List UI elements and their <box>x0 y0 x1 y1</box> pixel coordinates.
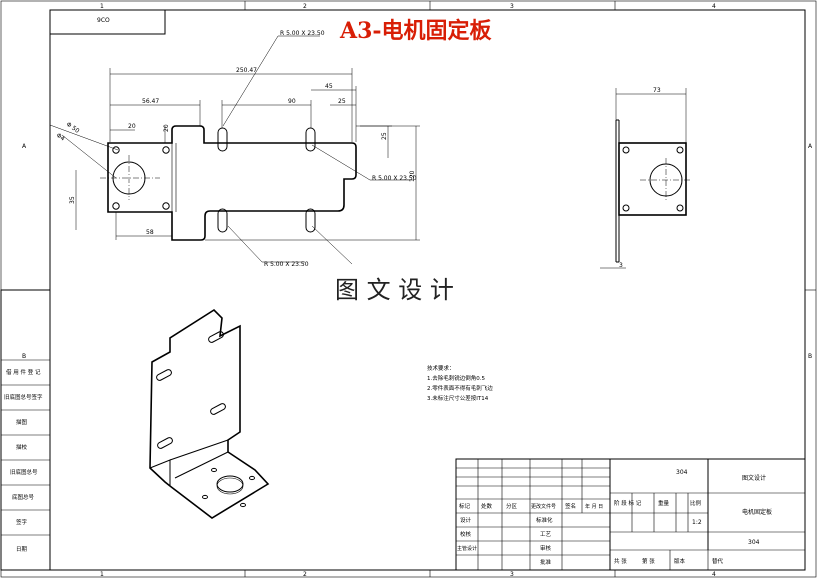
tb-part-name: 电机固定板 <box>742 508 772 516</box>
stamp-code: 9CO <box>97 17 110 24</box>
tb-sheet-no: 第 张 <box>642 557 655 565</box>
zone-top-2: 2 <box>303 3 307 10</box>
dim-center-dia: Φ 50 <box>65 121 81 135</box>
zone-top-4: 4 <box>712 3 716 10</box>
tb-header-count: 处数 <box>481 502 493 510</box>
notes-heading: 技术要求： <box>427 364 455 372</box>
dim-height: 120 <box>409 170 416 182</box>
zone-top-3: 3 <box>510 3 514 10</box>
dim-slot-v: 20 <box>163 124 170 132</box>
tb-header-sign: 签名 <box>565 502 576 510</box>
tb-material-code: 304 <box>748 539 760 546</box>
tb-version: 版本 <box>674 557 686 565</box>
tb-company: 图文设计 <box>742 474 766 482</box>
strip-label-3: 描图 <box>16 418 28 426</box>
notes-line-3: 3.未标注尺寸公差按IT14 <box>427 394 489 402</box>
dim-hole-v: 35 <box>69 196 76 204</box>
tb-role-check: 校核 <box>460 530 472 538</box>
tb-sheet-total: 共 张 <box>614 557 627 565</box>
tb-role-std: 标准化 <box>536 516 553 524</box>
strip-label-7: 签字 <box>16 518 28 526</box>
dim-hole-dia: Φ4 <box>55 132 66 143</box>
strip-label-5: 旧底图总号 <box>10 468 38 476</box>
tb-header-doc: 更改文件号 <box>531 503 556 510</box>
notes-line-1: 1.去除毛刺锐边倒角0.5 <box>427 374 485 382</box>
dim-left: 56.47 <box>142 98 159 105</box>
zone-bottom-4: 4 <box>712 571 716 578</box>
tb-role-approve: 批准 <box>540 558 552 566</box>
zone-bottom-2: 2 <box>303 571 307 578</box>
watermark-text: 图 文 设 计 <box>335 276 454 304</box>
zone-left-b: B <box>22 353 26 360</box>
strip-label-8: 日期 <box>16 546 28 553</box>
tb-scale: 1:2 <box>692 519 702 526</box>
side-view <box>600 88 692 269</box>
tb-material: 304 <box>676 469 688 476</box>
tb-scale-label: 比例 <box>690 499 702 507</box>
dim-right-a: 45 <box>325 83 333 90</box>
strip-label-4: 描校 <box>16 443 28 451</box>
tb-role-review: 审核 <box>540 544 552 552</box>
strip-label-1: 借 用 件 登 记 <box>6 368 41 376</box>
tb-weight-label: 重量 <box>658 499 670 507</box>
dim-right-h: 25 <box>381 132 388 140</box>
front-dimensions <box>49 35 420 265</box>
strip-label-6: 底图总号 <box>12 493 35 501</box>
zone-left-a: A <box>22 143 27 150</box>
zone-bottom-1: 1 <box>100 571 104 578</box>
zone-right-b: B <box>808 353 812 360</box>
front-view <box>100 125 357 241</box>
dim-slot-bottom: R 5.00 X 23.50 <box>264 261 309 268</box>
dim-right-b: 25 <box>338 98 346 105</box>
notes-line-2: 2.零件表面不得有毛刺飞边 <box>427 384 493 392</box>
title-block <box>455 458 806 571</box>
stamp-box <box>49 9 166 35</box>
dim-bottom-w: 58 <box>146 229 154 236</box>
tb-role-design: 设计 <box>460 516 472 524</box>
strip-label-2: 旧底图总号签字 <box>4 393 43 401</box>
tb-role-chief: 主管设计 <box>457 545 477 552</box>
tb-stage-label: 阶 段 标 记 <box>614 499 642 507</box>
dim-overall: 250.47 <box>236 67 257 74</box>
dim-slot-mid: R 5.00 X 23.50 <box>372 175 417 182</box>
dim-side-width: 73 <box>653 87 661 94</box>
dim-top-offset: 20 <box>128 123 136 130</box>
drawing-title: A3-电机固定板 <box>339 18 493 44</box>
isometric-view <box>149 308 270 519</box>
zone-right-a: A <box>808 143 813 150</box>
left-strip <box>0 289 51 571</box>
tb-role-process: 工艺 <box>540 531 552 538</box>
tb-replace: 替代 <box>712 557 724 565</box>
zone-bottom-3: 3 <box>510 571 514 578</box>
dim-slot-top: R 5.00 X 23.50 <box>280 30 325 37</box>
tb-header-date: 年 月 日 <box>585 503 603 510</box>
dim-side-thickness: 3 <box>619 262 623 269</box>
zone-top-1: 1 <box>100 3 104 10</box>
dim-mid: 90 <box>288 98 296 105</box>
tb-header-zone: 分区 <box>506 502 518 510</box>
tb-header-mark: 标记 <box>459 502 471 510</box>
